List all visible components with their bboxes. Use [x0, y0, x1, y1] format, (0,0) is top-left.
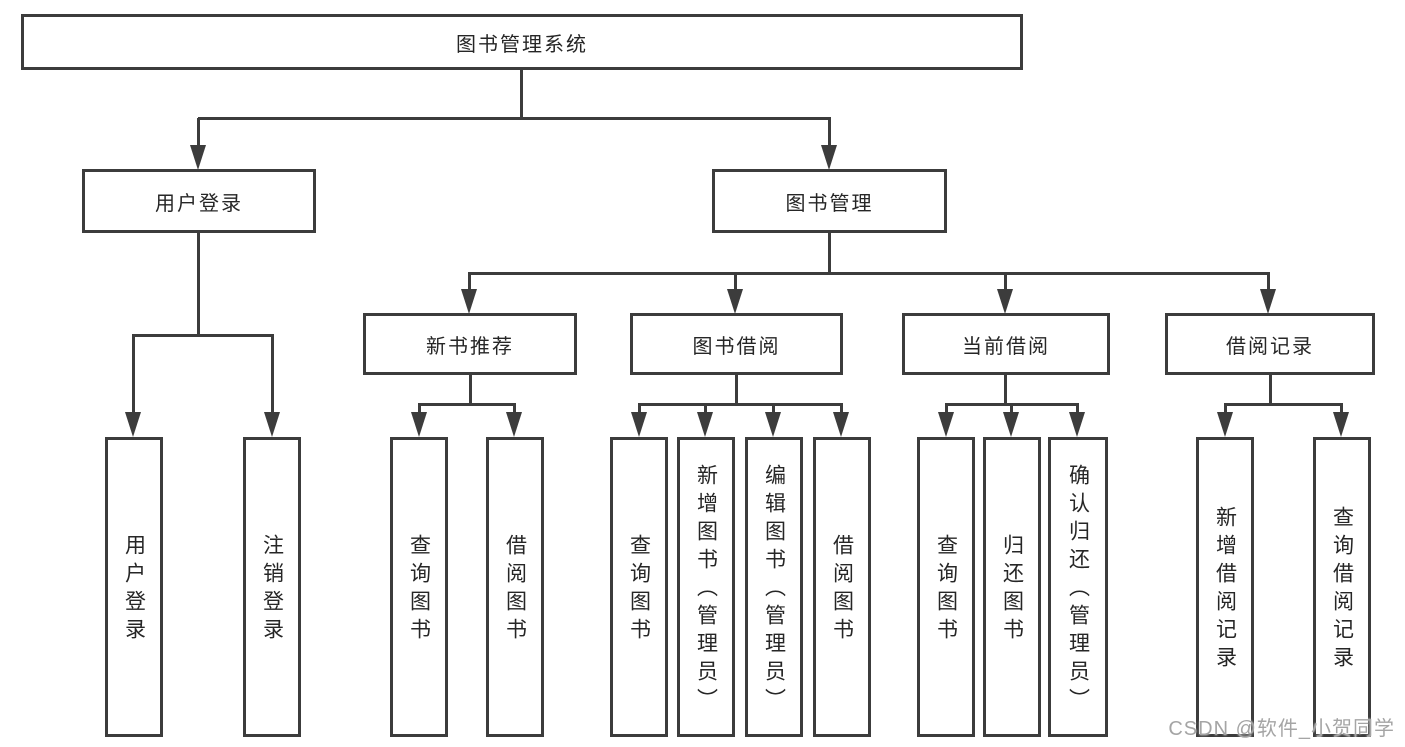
- connector-drop-new-book: [468, 273, 471, 292]
- connector-user-login-hline: [132, 334, 273, 337]
- leaf-logout: 注销登录: [243, 437, 301, 737]
- arrow-down-icon: [938, 412, 954, 437]
- leaf-add-book-admin: 新增图书（管理员）: [677, 437, 735, 737]
- connector-borrow-record-stem: [1269, 373, 1272, 406]
- connector-drop-leaf: [945, 404, 948, 416]
- arrow-down-icon: [461, 289, 477, 314]
- connector-book-mgmt-stem: [828, 231, 831, 275]
- connector-drop-leaf: [704, 404, 707, 416]
- connector-current-borrow-stem: [1004, 373, 1007, 406]
- arrow-down-icon: [631, 412, 647, 437]
- leaf-query-borrow-record: 查询借阅记录: [1313, 437, 1371, 737]
- connector-drop-current-borrow: [1004, 273, 1007, 292]
- leaf-borrow-book-2: 借阅图书: [813, 437, 871, 737]
- arrow-down-icon: [1003, 412, 1019, 437]
- leaf-add-borrow-record: 新增借阅记录: [1196, 437, 1254, 737]
- connector-drop-leaf: [1224, 404, 1227, 416]
- connector-drop-leaf: [513, 404, 516, 416]
- connector-level3-hline: [468, 272, 1270, 275]
- node-borrowing-records: 借阅记录: [1165, 313, 1375, 375]
- connector-borrow-record-hline: [1224, 403, 1343, 406]
- connector-book-borrow-stem: [735, 373, 738, 406]
- arrow-down-icon: [506, 412, 522, 437]
- connector-new-book-hline: [418, 403, 516, 406]
- connector-drop-leaf: [1340, 404, 1343, 416]
- connector-drop-leaf: [772, 404, 775, 416]
- leaf-user-login: 用户登录: [105, 437, 163, 737]
- connector-drop-leaf: [840, 404, 843, 416]
- arrow-down-icon: [1069, 412, 1085, 437]
- connector-book-borrow-hline: [638, 403, 843, 406]
- connector-drop-login-leaf: [132, 334, 135, 415]
- node-user-login: 用户登录: [82, 169, 316, 233]
- arrow-down-icon: [1333, 412, 1349, 437]
- connector-root-stem: [520, 69, 523, 119]
- connector-level1-hline: [198, 117, 831, 120]
- arrow-down-icon: [1260, 289, 1276, 314]
- connector-drop-book-mgmt: [828, 118, 831, 148]
- connector-drop-user-login: [197, 118, 200, 148]
- node-root-system: 图书管理系统: [21, 14, 1023, 70]
- arrow-down-icon: [997, 289, 1013, 314]
- leaf-query-book-3: 查询图书: [917, 437, 975, 737]
- arrow-down-icon: [697, 412, 713, 437]
- arrow-down-icon: [264, 412, 280, 437]
- arrow-down-icon: [125, 412, 141, 437]
- connector-drop-leaf: [1076, 404, 1079, 416]
- arrow-down-icon: [1217, 412, 1233, 437]
- leaf-return-book: 归还图书: [983, 437, 1041, 737]
- arrow-down-icon: [821, 145, 837, 170]
- node-new-book-recommend: 新书推荐: [363, 313, 577, 375]
- connector-drop-leaf: [1010, 404, 1013, 416]
- arrow-down-icon: [727, 289, 743, 314]
- arrow-down-icon: [765, 412, 781, 437]
- connector-drop-logout-leaf: [271, 334, 274, 415]
- connector-drop-leaf: [638, 404, 641, 416]
- arrow-down-icon: [833, 412, 849, 437]
- leaf-edit-book-admin: 编辑图书（管理员）: [745, 437, 803, 737]
- leaf-confirm-return-admin: 确认归还（管理员）: [1048, 437, 1108, 737]
- leaf-borrow-book-1: 借阅图书: [486, 437, 544, 737]
- node-book-management: 图书管理: [712, 169, 947, 233]
- leaf-query-book-1: 查询图书: [390, 437, 448, 737]
- node-book-borrowing: 图书借阅: [630, 313, 843, 375]
- connector-drop-book-borrow: [734, 273, 737, 292]
- connector-user-login-stem: [197, 231, 200, 336]
- arrow-down-icon: [411, 412, 427, 437]
- arrow-down-icon: [190, 145, 206, 170]
- connector-new-book-stem: [469, 373, 472, 406]
- connector-drop-borrow-record: [1267, 273, 1270, 292]
- connector-drop-leaf: [418, 404, 421, 416]
- leaf-query-book-2: 查询图书: [610, 437, 668, 737]
- watermark: CSDN @软件_小贺同学: [1168, 718, 1395, 740]
- node-current-borrowing: 当前借阅: [902, 313, 1110, 375]
